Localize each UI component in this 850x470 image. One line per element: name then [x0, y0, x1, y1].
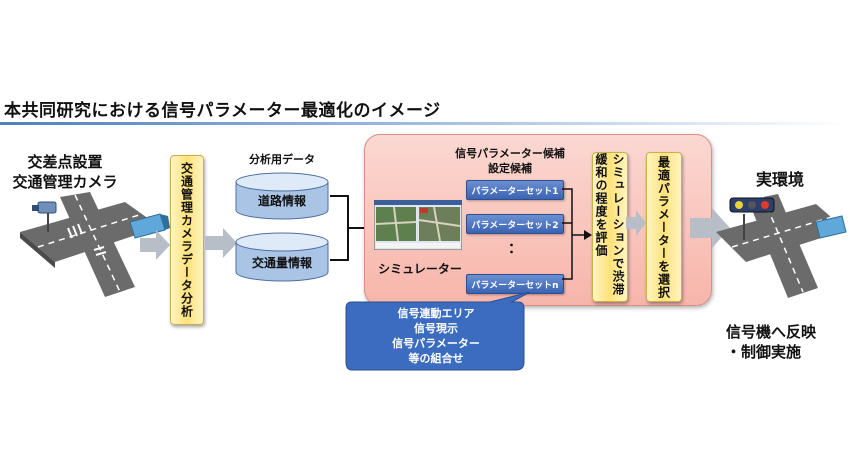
param-set-1: パラメーターセット1	[466, 180, 564, 200]
arrow-icon	[626, 210, 646, 236]
traffic-light-icon	[729, 197, 775, 240]
callout-line: 信号連動エリア	[397, 307, 475, 320]
result-line1: 信号機へ反映	[726, 323, 817, 341]
callout-line: 信号現示	[414, 322, 458, 335]
candidates-heading: 信号パラメーター候補 設定候補	[440, 146, 580, 176]
callout-text: 信号連動エリア 信号現示 信号パラメーター 等の組合せ	[348, 306, 524, 366]
candidates-heading-line1: 信号パラメーター候補	[455, 147, 565, 160]
camera-caption-line1: 交差点設置	[27, 153, 103, 171]
param-set-n: パラメーターセットn	[466, 274, 564, 294]
simulator-label: シミュレーター	[378, 262, 462, 276]
param-bracket	[562, 188, 592, 280]
candidates-heading-line2: 設定候補	[488, 162, 532, 175]
camera-caption-line2: 交通管理カメラ	[12, 173, 118, 191]
callout-line: 等の組合せ	[408, 352, 464, 365]
title-underline	[0, 122, 850, 125]
page-title: 本共同研究における信号パラメーター最適化のイメージ	[4, 101, 441, 121]
simulator-screenshot	[374, 200, 462, 250]
intersection-icon	[716, 194, 847, 298]
camera-caption: 交差点設置 交通管理カメラ	[10, 152, 120, 192]
road-info-label: 道路情報	[257, 194, 306, 208]
result-caption: 信号機へ反映 ・制御実施	[726, 322, 846, 362]
real-env-label: 実環境	[755, 170, 804, 189]
intersection-icon	[20, 192, 170, 297]
camera-analysis-box: 交通管理カメラデータ分析	[170, 155, 204, 325]
select-box: 最適パラメーターを選択	[646, 152, 682, 302]
database-icon	[235, 172, 329, 220]
callout-bubble	[345, 292, 531, 371]
result-line2: ・制御実施	[726, 343, 802, 361]
database-icon	[235, 232, 329, 282]
evaluate-box: シミュレーションで渋滞緩和の程度を評価	[592, 152, 628, 302]
param-ellipsis: ：	[508, 241, 522, 257]
param-set-2: パラメーターセット2	[466, 214, 564, 234]
data-heading: 分析用データ	[249, 153, 315, 166]
callout-line: 信号パラメーター	[392, 337, 480, 350]
arrow-icon	[140, 230, 170, 260]
traffic-volume-label: 交通量情報	[251, 256, 312, 270]
arrow-icon	[690, 208, 730, 248]
camera-icon	[32, 201, 57, 232]
truck-icon	[815, 215, 847, 239]
arrow-icon	[205, 228, 237, 258]
